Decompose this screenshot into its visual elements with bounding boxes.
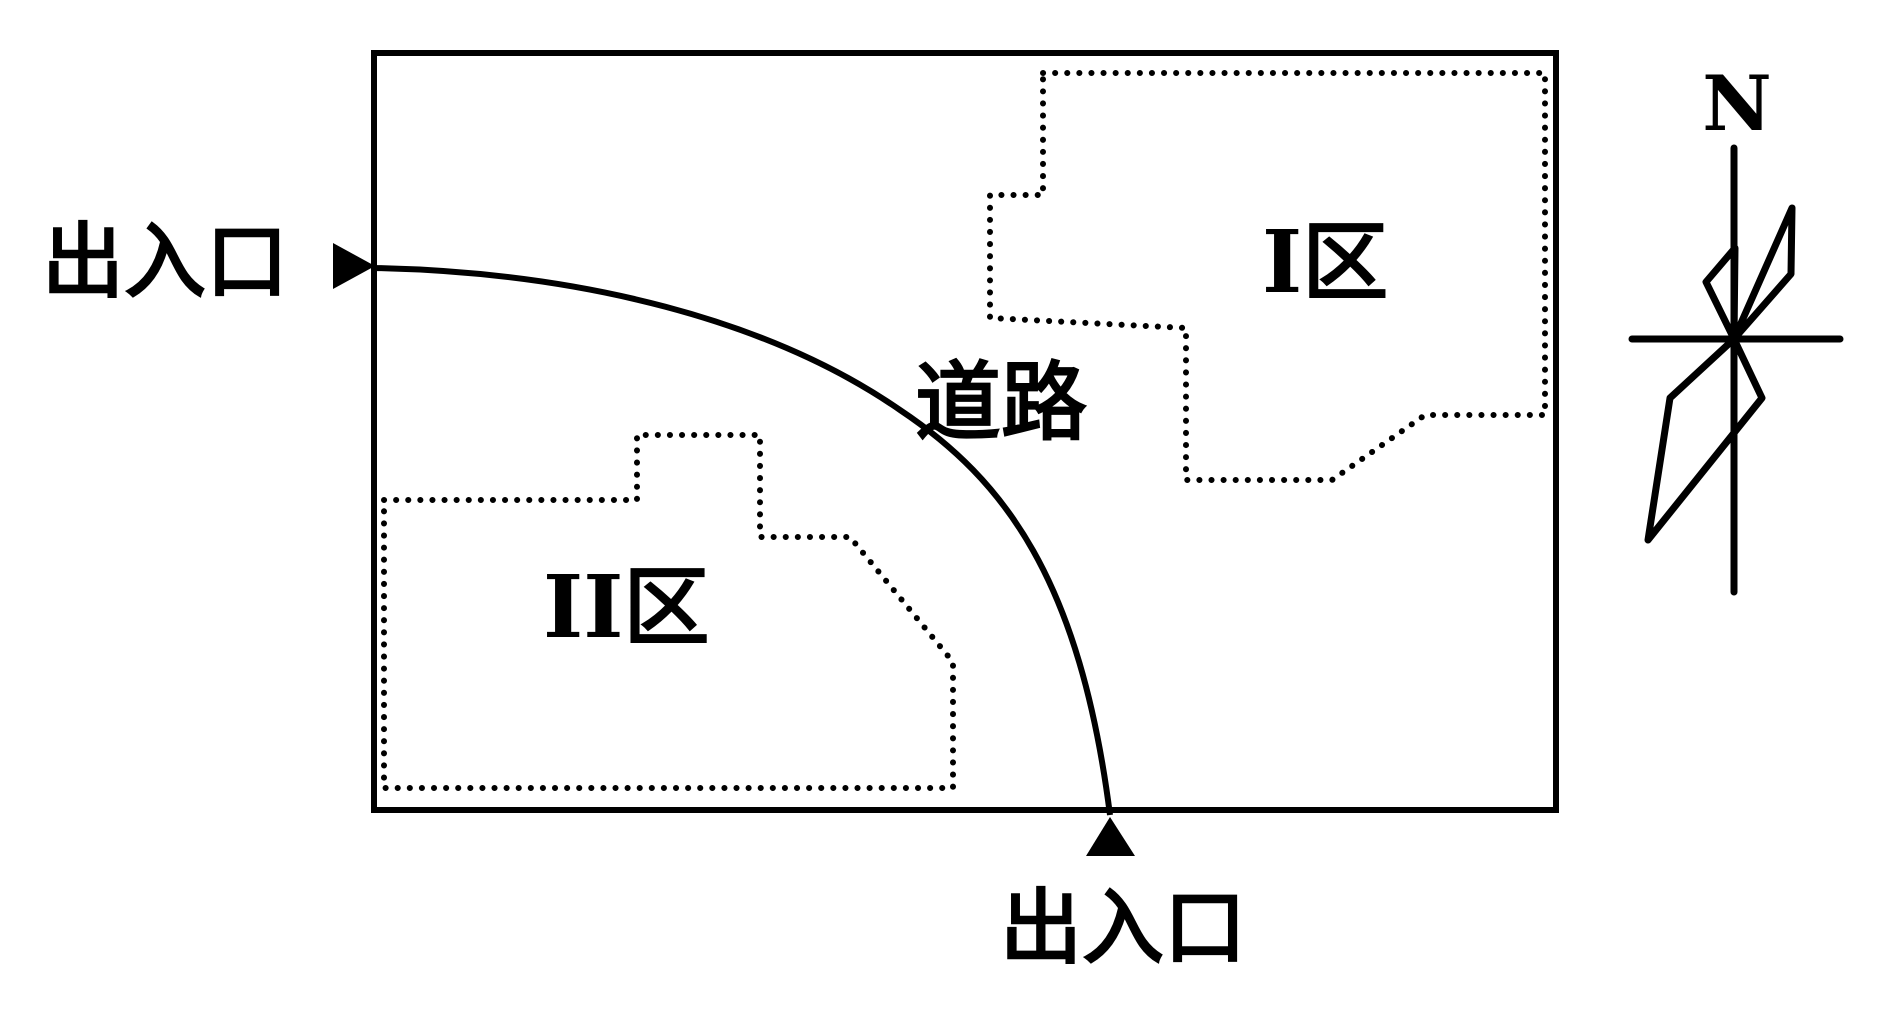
- compass-icon: N: [1628, 59, 1844, 596]
- zone-1-boundary: [987, 70, 1548, 483]
- entrance-west-label: 出入口: [42, 214, 288, 310]
- triangle-right-icon: [333, 243, 375, 289]
- triangle-up-icon: [1086, 817, 1135, 856]
- wind-rose-icon: [1644, 204, 1796, 544]
- zone-2-label: II区: [543, 557, 709, 658]
- zone-1-label: I区: [1262, 212, 1388, 313]
- entrance-south-label: 出入口: [1000, 880, 1246, 976]
- road-label: 道路: [915, 352, 1088, 453]
- site-boundary: [371, 50, 1559, 813]
- north-label: N: [1702, 59, 1771, 148]
- road-line: [373, 265, 1113, 816]
